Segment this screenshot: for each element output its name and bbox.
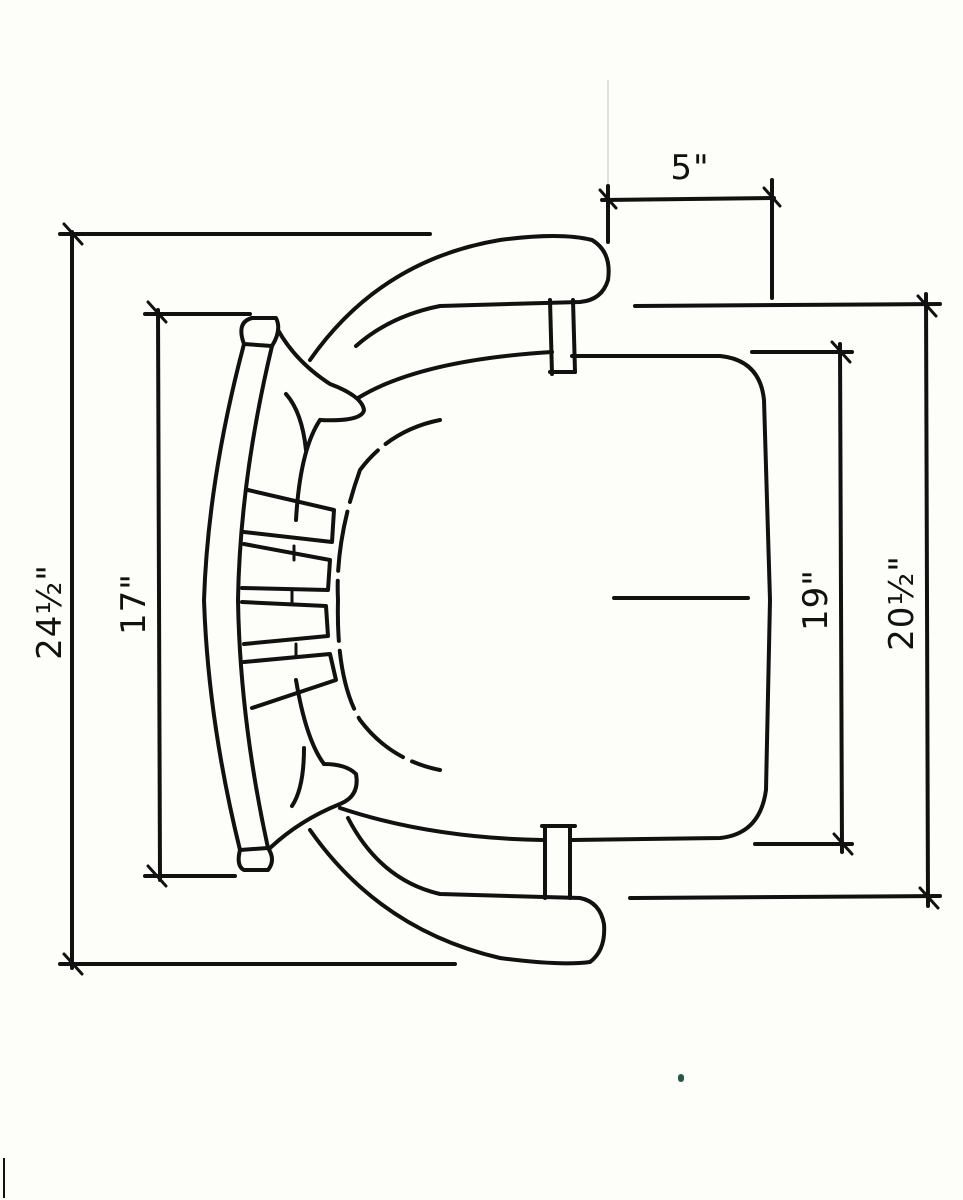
label-overall-depth: 24½" xyxy=(30,564,70,660)
dimension-back-width xyxy=(143,300,252,888)
dimension-overall-depth xyxy=(58,222,457,976)
chair-seat xyxy=(335,350,772,842)
back-corner-top xyxy=(276,328,366,522)
back-slats xyxy=(240,488,338,710)
label-arm-overhang: 5" xyxy=(670,148,710,188)
armrest-top xyxy=(308,234,611,362)
chair-back-rail xyxy=(202,316,281,872)
armrest-bottom xyxy=(308,816,607,966)
ink-speck xyxy=(678,1074,684,1082)
label-seat-width: 19" xyxy=(796,569,836,631)
back-corner-bottom xyxy=(268,678,359,850)
label-back-width: 17" xyxy=(114,573,154,635)
arm-post-top xyxy=(548,298,577,376)
scan-edge-mark xyxy=(3,1158,5,1198)
dimension-arm-overhang xyxy=(598,178,782,300)
dimension-seat-width xyxy=(750,340,854,856)
arm-post-bottom xyxy=(540,824,577,900)
label-arm-span: 20½" xyxy=(882,555,922,651)
dimension-arm-span xyxy=(628,292,942,910)
